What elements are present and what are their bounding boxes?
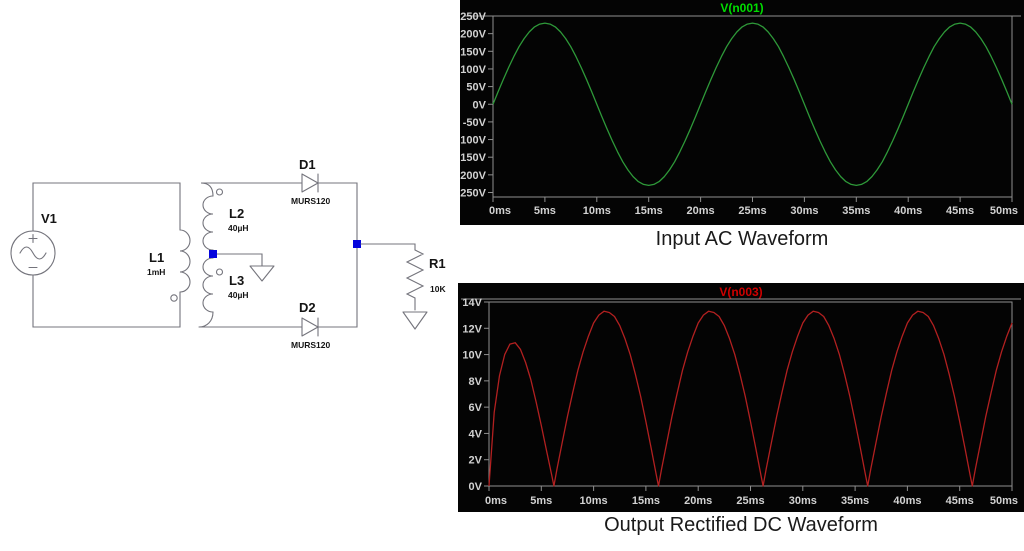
v1-label: V1 [41, 211, 57, 226]
x-axis-tick-label: 15ms [635, 205, 663, 217]
y-axis-tick-label: -150V [460, 152, 487, 164]
x-axis-tick-label: 35ms [842, 205, 870, 217]
wire [360, 243, 416, 251]
d2-diode: D2 MURS120 [291, 300, 330, 350]
y-axis-tick-label: -250V [460, 188, 487, 200]
x-axis-tick-label: 25ms [738, 205, 766, 217]
y-axis-tick-label: 14V [462, 297, 482, 309]
diode-triangle-icon [301, 173, 319, 193]
junction-node [353, 240, 361, 248]
x-axis-tick-label: 35ms [841, 495, 869, 507]
l2-label: L2 [229, 206, 244, 221]
resistor-zigzag-icon [405, 249, 425, 311]
primary-loop-wires [32, 182, 181, 328]
y-axis-tick-label: 2V [469, 455, 483, 467]
wire [317, 182, 358, 328]
x-axis-tick-label: 50ms [990, 495, 1018, 507]
x-axis-tick-label: 30ms [789, 495, 817, 507]
d1-diode: D1 MURS120 [291, 157, 330, 206]
d2-label: D2 [299, 300, 316, 315]
y-axis-tick-label: 4V [469, 428, 483, 440]
wire [32, 182, 181, 232]
ground-icon [402, 311, 428, 330]
l3-label: L3 [229, 273, 244, 288]
plot-frame [492, 15, 1013, 198]
plot-frame [488, 301, 1013, 487]
ground-icon [249, 265, 275, 282]
inductor-coil-icon [202, 195, 214, 251]
y-axis-tick-label: 250V [460, 11, 486, 23]
inductor-coil-icon [202, 257, 214, 313]
y-axis-tick-label: 10V [462, 350, 482, 362]
x-axis-tick-label: 5ms [534, 205, 556, 217]
l2-value: 40µH [228, 223, 249, 233]
y-axis-tick-label: 150V [460, 46, 486, 58]
x-axis-tick-label: 20ms [687, 205, 715, 217]
r1-load-resistor: R1 10K [402, 249, 446, 330]
phase-dot-icon [170, 294, 178, 302]
y-axis-tick-label: 0V [473, 99, 487, 111]
x-axis-tick-label: 25ms [736, 495, 764, 507]
y-axis-tick-label: 6V [469, 402, 483, 414]
output-dc-caption: Output Rectified DC Waveform [604, 514, 878, 536]
junction-node [209, 250, 217, 258]
l3-value: 40µH [228, 290, 249, 300]
l3-secondary-inductor: L3 40µH [198, 257, 303, 328]
x-axis-tick-label: 30ms [790, 205, 818, 217]
y-axis-tick-label: 12V [462, 323, 482, 335]
y-axis-tick-label: -100V [460, 135, 487, 147]
d1-value: MURS120 [291, 196, 330, 206]
d2-value: MURS120 [291, 340, 330, 350]
waveform-input-ac-panel: V(n001) 250V 200V 150V 100V 50V 0V -50V -100V -15… [460, 0, 1024, 225]
y-axis-tick-label: -200V [460, 170, 487, 182]
center-tap [209, 249, 275, 282]
x-axis-tick-label: 45ms [946, 495, 974, 507]
d1-label: D1 [299, 157, 316, 172]
chart-title: V(n003) [719, 285, 762, 299]
diode-triangle-icon [301, 317, 319, 337]
y-axis-tick-label: -50V [463, 117, 487, 129]
x-axis-tick-label: 15ms [632, 495, 660, 507]
x-axis-tick-label: 40ms [894, 205, 922, 217]
y-axis-tick-label: 50V [466, 82, 486, 94]
wire [200, 182, 303, 197]
l1-value: 1mH [147, 267, 165, 277]
y-axis-tick-label: 100V [460, 64, 486, 76]
x-axis-tick-label: 0ms [485, 495, 507, 507]
inductor-coil-icon [179, 229, 191, 293]
chart-title: V(n001) [720, 1, 763, 15]
r1-value: 10K [430, 284, 446, 294]
phase-dot-icon [215, 268, 224, 276]
plus-sign-icon [28, 233, 38, 244]
x-axis-tick-label: 0ms [489, 205, 511, 217]
x-axis-tick-label: 50ms [990, 205, 1018, 217]
input-ac-chart: V(n001) 250V 200V 150V 100V 50V 0V -50V -100V -15… [460, 1, 1021, 217]
x-axis-tick-label: 10ms [583, 205, 611, 217]
wire [212, 249, 263, 267]
y-axis-tick-label: 8V [469, 376, 483, 388]
l1-label: L1 [149, 250, 164, 265]
v1-ac-source: V1 [10, 211, 57, 276]
x-axis-tick-label: 5ms [530, 495, 552, 507]
input-ac-trace [492, 22, 1013, 187]
x-axis-tick-label: 45ms [946, 205, 974, 217]
l2-secondary-inductor: L2 40µH [200, 182, 303, 251]
sine-symbol-icon [19, 246, 47, 260]
y-axis-tick-label: 0V [469, 481, 483, 493]
x-axis-tick-label: 20ms [684, 495, 712, 507]
input-ac-caption: Input AC Waveform [655, 228, 829, 250]
y-axis-tick-label: 200V [460, 29, 486, 41]
circuit-schematic: V1 L1 1mH L2 40µH L3 40µH [10, 157, 446, 350]
l1-primary-inductor: L1 1mH [147, 229, 191, 302]
x-axis-tick-label: 10ms [580, 495, 608, 507]
wire [32, 274, 181, 328]
x-axis-tick-label: 40ms [893, 495, 921, 507]
r1-label: R1 [429, 256, 446, 271]
output-rail [317, 182, 416, 328]
output-dc-trace [488, 310, 1013, 487]
wire [198, 311, 303, 328]
phase-dot-icon [215, 188, 224, 196]
